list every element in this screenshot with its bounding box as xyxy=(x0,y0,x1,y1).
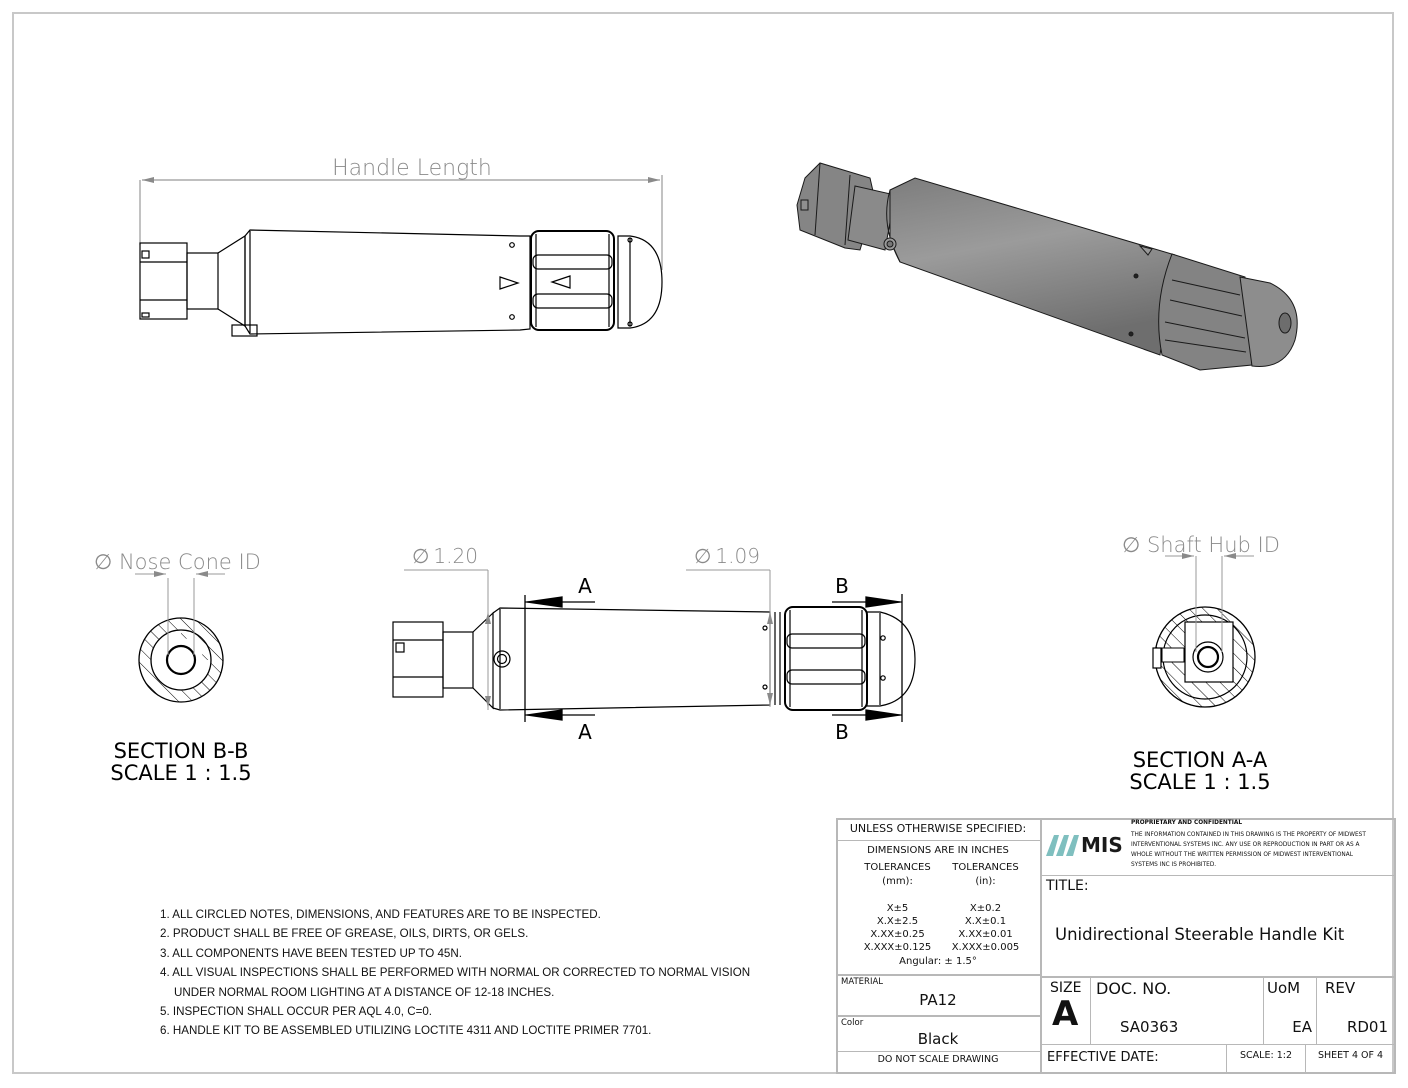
shaft-hub-id-label: ∅ Shaft Hub ID xyxy=(1122,533,1280,557)
side-view-dimensions xyxy=(404,569,773,710)
note-6: 6. HANDLE KIT TO BE ASSEMBLED UTILIZING … xyxy=(160,1024,652,1038)
drawing-title: Unidirectional Steerable Handle Kit xyxy=(1055,925,1345,944)
general-notes: 1. ALL CIRCLED NOTES, DIMENSIONS, AND FE… xyxy=(160,905,750,1041)
diameter-1-09-label: ∅1.09 xyxy=(694,544,760,568)
isometric-view xyxy=(796,162,1298,371)
mis-logo-icon xyxy=(1046,835,1079,856)
title-block-border xyxy=(836,818,1396,1074)
note-1: 1. ALL CIRCLED NOTES, DIMENSIONS, AND FE… xyxy=(160,908,601,921)
rev-value: RD01 xyxy=(1346,1018,1388,1036)
divider xyxy=(1040,818,1042,1074)
section-bb-view xyxy=(135,571,225,703)
effective-date-label: EFFECTIVE DATE: xyxy=(1047,1050,1159,1065)
tolerances-mm-unit: (mm): xyxy=(882,876,913,887)
tolerances-in-list: X±0.2 X.X±0.1 X.XX±0.01 X.XXX±0.005 xyxy=(951,903,1020,953)
angular-tolerance: Angular: ± 1.5° xyxy=(899,956,977,967)
divider xyxy=(836,1051,1040,1052)
section-marker-a-bottom: A xyxy=(578,720,592,744)
section-bb-title: SECTION B-B xyxy=(114,739,249,763)
scale-value: SCALE: 1:2 xyxy=(1240,1050,1292,1061)
tolerances-in-unit: (in): xyxy=(975,876,996,887)
divider xyxy=(836,974,1040,976)
color-value: Black xyxy=(917,1030,959,1048)
proprietary-text: THE INFORMATION CONTAINED IN THIS DRAWIN… xyxy=(1131,832,1366,868)
section-aa-scale: SCALE 1 : 1.5 xyxy=(1129,770,1270,794)
side-view xyxy=(392,606,916,711)
sheet-number: SHEET 4 OF 4 xyxy=(1317,1050,1384,1061)
tolerances-mm-header: TOLERANCES xyxy=(864,862,931,873)
divider xyxy=(1226,1044,1227,1074)
note-2: 2. PRODUCT SHALL BE FREE OF GREASE, OILS… xyxy=(160,927,529,941)
divider xyxy=(1040,1044,1396,1045)
tolerances-in-header: TOLERANCES xyxy=(952,862,1019,873)
divider xyxy=(1316,976,1317,1044)
divider xyxy=(836,1015,1040,1017)
section-aa-title: SECTION A-A xyxy=(1133,748,1268,772)
company-logo: MIS xyxy=(1044,830,1123,860)
diameter-1-20-label: ∅1.20 xyxy=(412,544,478,568)
rev-label: REV xyxy=(1325,979,1356,997)
uom-label: UoM xyxy=(1267,979,1301,997)
unless-specified-label: UNLESS OTHERWISE SPECIFIED: xyxy=(849,822,1027,835)
doc-no-label: DOC. NO. xyxy=(1096,979,1172,998)
nose-cone-id-label: ∅ Nose Cone ID xyxy=(94,550,261,574)
section-aa-view xyxy=(1152,553,1256,708)
material-value: PA12 xyxy=(919,991,957,1009)
top-view xyxy=(139,175,663,337)
note-5: 5. INSPECTION SHALL OCCUR PER AQL 4.0, C… xyxy=(160,1005,433,1019)
size-value: A xyxy=(1052,994,1079,1034)
material-label: MATERIAL xyxy=(841,977,884,987)
drawing-frame xyxy=(12,12,1394,1074)
color-label: Color xyxy=(841,1018,864,1028)
note-4-continued: UNDER NORMAL ROOM LIGHTING AT A DISTANCE… xyxy=(174,985,555,999)
tolerances-mm-list: X±5 X.X±2.5 X.XX±0.25 X.XXX±0.125 xyxy=(863,903,932,953)
title-label: TITLE: xyxy=(1046,878,1089,894)
section-marker-a-top: A xyxy=(578,574,592,598)
note-3: 3. ALL COMPONENTS HAVE BEEN TESTED UP TO… xyxy=(160,946,462,960)
divider xyxy=(1263,976,1264,1044)
section-marker-b-top: B xyxy=(835,574,849,598)
proprietary-title: PROPRIETARY AND CONFIDENTIAL xyxy=(1131,820,1243,826)
divider xyxy=(1090,976,1091,1044)
uom-value: EA xyxy=(1292,1018,1312,1036)
divider xyxy=(836,840,1040,841)
handle-length-label: Handle Length xyxy=(332,156,492,181)
divider xyxy=(1040,875,1396,876)
note-4: 4. ALL VISUAL INSPECTIONS SHALL BE PERFO… xyxy=(160,966,751,980)
dimensions-units-label: DIMENSIONS ARE IN INCHES xyxy=(867,845,1009,856)
section-lines xyxy=(524,594,903,722)
do-not-scale-label: DO NOT SCALE DRAWING xyxy=(877,1054,999,1065)
doc-no-value: SA0363 xyxy=(1120,1018,1179,1036)
divider xyxy=(1305,1044,1306,1074)
logo-text: MIS xyxy=(1081,833,1123,857)
section-bb-scale: SCALE 1 : 1.5 xyxy=(110,761,251,785)
size-label: SIZE xyxy=(1050,980,1082,996)
divider xyxy=(1040,976,1396,978)
section-marker-b-bottom: B xyxy=(835,720,849,744)
